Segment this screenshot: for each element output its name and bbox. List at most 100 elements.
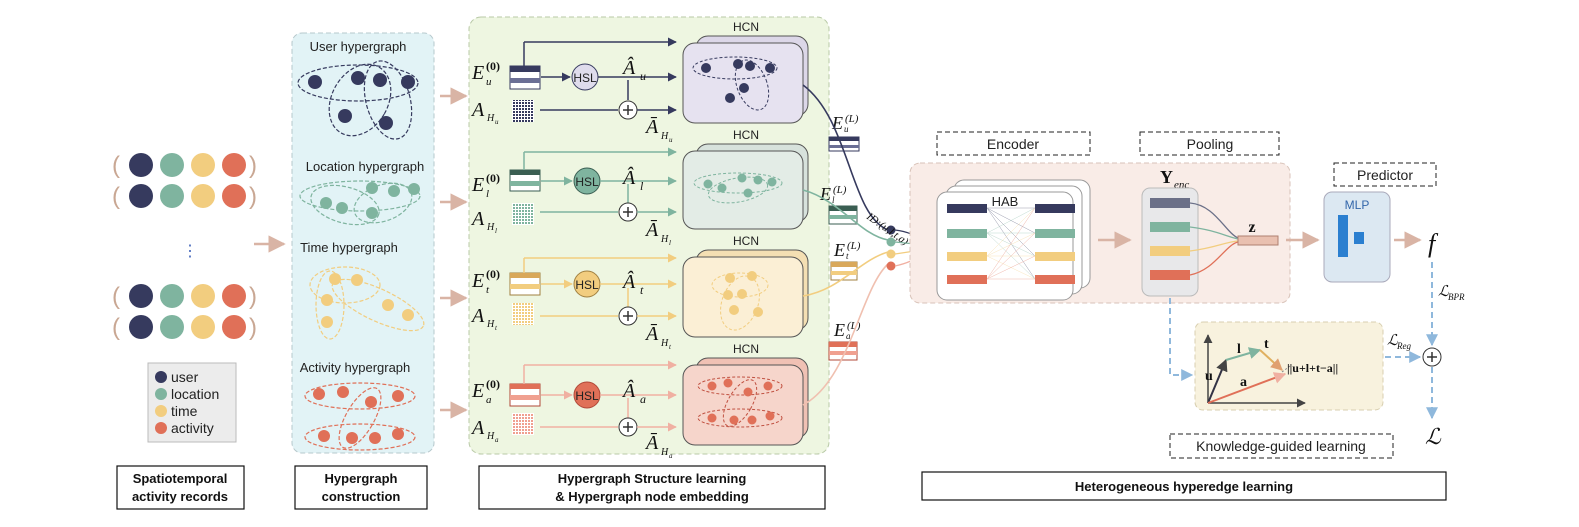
a-hat-subscript: a (640, 392, 646, 406)
hsl-label: HSL (573, 71, 597, 85)
a-bar-symbol: Ā (644, 116, 659, 138)
legend-activity-swatch (155, 422, 167, 434)
mlp-block: MLP (1323, 191, 1391, 283)
records-caption-line1: Spatiotemporal (133, 471, 228, 486)
vector-l-label: l (1237, 342, 1241, 357)
hab-label: HAB (992, 194, 1019, 209)
y-enc-symbol: Y (1160, 167, 1173, 187)
e-symbol: E (471, 62, 484, 84)
record-row: ( ) (112, 314, 257, 341)
a-subscript-h: H (486, 222, 495, 233)
e-superscript: (0) (486, 267, 500, 281)
predictor-label-box (1333, 162, 1437, 187)
hcn-label: HCN (733, 234, 759, 248)
bpr-loss-symbol: ℒ (1438, 284, 1450, 300)
legend-activity-label: activity (171, 420, 214, 436)
knowledge-label-box (1169, 433, 1394, 459)
eL-subscript: u (844, 124, 849, 134)
adjacency-grid-icon (512, 413, 534, 435)
hab-block: HAB (936, 179, 1091, 301)
vector-u-label: u (1205, 369, 1213, 384)
a-subscript-sub: l (495, 227, 497, 235)
output-embedding-icon (828, 341, 858, 361)
structure-caption-line2: & Hypergraph node embedding (555, 489, 749, 504)
pooling-label: Pooling (1187, 136, 1234, 152)
e-superscript: (0) (486, 171, 500, 185)
e-subscript: t (486, 284, 490, 296)
mlp-label: MLP (1345, 198, 1370, 212)
a-hat-symbol: Â (621, 270, 636, 293)
user-hypergraph (297, 60, 419, 140)
a-subscript-h: H (486, 319, 495, 330)
a-bar-subscript-h: H (660, 338, 669, 349)
construction-caption-line1: Hypergraph (325, 471, 398, 486)
predictor-label: Predictor (1357, 167, 1413, 183)
legend-time-swatch (155, 405, 167, 417)
reg-loss-subscript: Reg (1396, 341, 1411, 351)
a-subscript-h: H (486, 431, 495, 442)
records-caption-line2: activity records (132, 489, 228, 504)
a-symbol: A (470, 305, 485, 327)
a-bar-symbol: Ā (644, 219, 659, 241)
vector-t-label: t (1264, 337, 1269, 352)
structure-row-location: E (0) l A H l HSL Â l Ā H l HCN (470, 128, 858, 247)
records-ellipsis: ⋮ (182, 243, 198, 260)
id-tuple-dots (886, 225, 896, 271)
a-subscript-sub: a (495, 436, 499, 444)
svg-text:(: ( (112, 183, 120, 210)
svg-text:): ) (249, 183, 257, 210)
reg-loss-symbol: ℒ (1387, 333, 1399, 349)
bpr-loss-subscript: BPR (1448, 292, 1465, 302)
f-symbol: f (1428, 229, 1439, 258)
hsl-label: HSL (575, 278, 599, 292)
svg-text:(: ( (112, 283, 120, 310)
eL-superscript: (L) (847, 240, 861, 252)
activity-hypergraph-title: Activity hypergraph (300, 360, 411, 375)
a-symbol: A (470, 208, 485, 230)
location-hypergraph-title: Location hypergraph (306, 159, 425, 174)
eL-superscript: (L) (845, 113, 859, 125)
a-subscript-sub: u (495, 118, 499, 126)
output-embedding-icon (830, 261, 858, 281)
structure-panel (468, 16, 830, 455)
a-hat-symbol: Â (621, 379, 636, 402)
e-symbol: E (471, 174, 484, 196)
output-embedding-icon (828, 205, 858, 225)
e-superscript: (0) (486, 377, 500, 391)
user-hypergraph-title: User hypergraph (310, 39, 407, 54)
record-row: ( ) (112, 152, 257, 179)
hcn-block (682, 150, 804, 230)
pooling-label-box (1139, 131, 1280, 156)
structure-caption-line1: Hypergraph Structure learning (558, 471, 747, 486)
a-hat-subscript: l (640, 179, 644, 193)
eL-superscript: (L) (833, 184, 847, 196)
legend-time-label: time (171, 403, 198, 419)
eL-subscript: a (846, 331, 851, 341)
svg-text:): ) (249, 283, 257, 310)
embedding-matrix-icon (509, 272, 541, 296)
structure-row-user: E (0) u A H u HSL Â u Ā H u HCN (470, 20, 860, 152)
a-bar-subscript-sub: u (669, 136, 673, 144)
records-section: ( ) ( ) ⋮ ( ) ( ) user (112, 152, 257, 510)
hcn-label: HCN (733, 342, 759, 356)
legend-user-swatch (155, 371, 167, 383)
hsl-label: HSL (575, 389, 599, 403)
a-bar-symbol: Ā (644, 323, 659, 345)
legend-location-label: location (171, 386, 219, 402)
adjacency-grid-icon (512, 203, 534, 225)
a-bar-subscript-sub: a (669, 452, 673, 460)
knowledge-label: Knowledge-guided learning (1196, 438, 1366, 454)
e-subscript: l (486, 188, 489, 200)
vector-a-label: a (1240, 375, 1247, 390)
a-bar-symbol: Ā (644, 432, 659, 454)
hetero-caption: Heterogeneous hyperedge learning (1075, 479, 1293, 494)
a-subscript-sub: t (495, 324, 498, 332)
hsl-label: HSL (575, 175, 599, 189)
location-hypergraph (299, 180, 421, 226)
construction-section: User hypergraph Location hypergraph Time… (291, 32, 435, 510)
construction-caption-line2: construction (322, 489, 401, 504)
a-subscript-h: H (486, 113, 495, 124)
structure-row-time: E (0) t A H t HSL Â t Ā H t HCN (470, 234, 861, 351)
construction-to-structure-arrows (440, 87, 468, 419)
structure-caption-box (478, 465, 826, 510)
